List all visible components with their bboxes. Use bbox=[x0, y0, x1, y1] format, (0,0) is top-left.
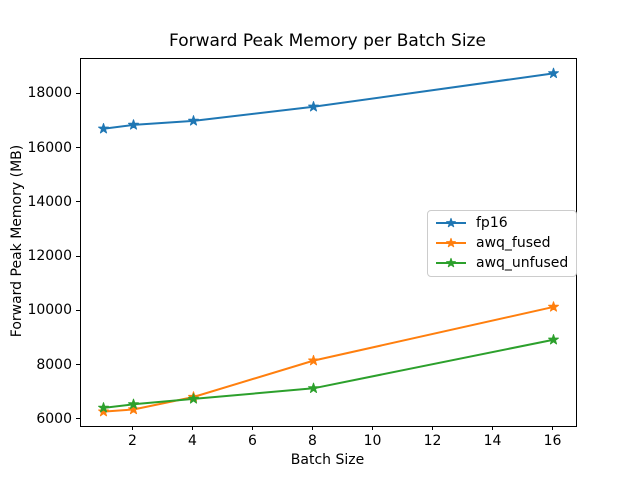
y-tick-mark bbox=[76, 364, 80, 365]
x-tick-mark bbox=[312, 426, 313, 430]
x-tick-mark bbox=[132, 426, 133, 430]
x-tick-label: 14 bbox=[483, 433, 502, 449]
series-line-awq_fused bbox=[103, 305, 554, 413]
data-point-marker-awq_unfused bbox=[308, 382, 319, 393]
data-point-marker-awq_unfused bbox=[188, 393, 199, 404]
data-point-marker-fp16 bbox=[548, 67, 559, 79]
y-tick-label: 12000 bbox=[27, 248, 72, 264]
x-tick-label: 16 bbox=[543, 433, 562, 449]
y-tick-mark bbox=[76, 255, 80, 257]
series-line-awq_unfused bbox=[103, 338, 554, 409]
legend-item-fp16: fp16 bbox=[436, 213, 568, 233]
chart-title: Forward Peak Memory per Batch Size bbox=[169, 31, 486, 51]
y-tick-label: 16000 bbox=[27, 139, 72, 156]
x-tick-mark bbox=[372, 426, 373, 430]
data-point-marker-awq_fused bbox=[308, 354, 319, 366]
legend-swatch-awq-fused bbox=[436, 237, 466, 248]
x-tick-label: 12 bbox=[423, 433, 442, 449]
x-tick-label: 4 bbox=[188, 433, 197, 449]
x-tick-label: 2 bbox=[128, 433, 137, 449]
data-point-marker-awq_unfused bbox=[128, 398, 139, 410]
data-point-marker-fp16 bbox=[98, 123, 109, 134]
x-tick-label: 6 bbox=[248, 433, 257, 449]
y-tick-mark bbox=[76, 309, 80, 311]
line-chart-canvas bbox=[98, 67, 559, 417]
x-tick-mark bbox=[492, 426, 493, 430]
y-tick-label: 14000 bbox=[27, 193, 72, 210]
y-tick-label: 10000 bbox=[27, 302, 72, 319]
data-point-marker-awq_unfused bbox=[98, 402, 109, 413]
x-tick-mark bbox=[432, 426, 433, 430]
legend-swatch-fp16 bbox=[436, 217, 466, 228]
data-point-marker-awq_fused bbox=[128, 403, 139, 415]
x-tick-mark bbox=[192, 426, 193, 430]
y-tick-mark bbox=[76, 418, 80, 420]
data-point-marker-awq_unfused bbox=[548, 334, 559, 345]
legend-item-awq-unfused: awq_unfused bbox=[436, 253, 568, 273]
legend-swatch-awq-unfused bbox=[436, 257, 466, 268]
x-tick-label: 10 bbox=[363, 433, 382, 449]
data-point-marker-awq_fused bbox=[98, 405, 109, 417]
y-tick-mark bbox=[76, 201, 80, 203]
y-tick-label: 8000 bbox=[36, 356, 72, 373]
x-axis-label: Batch Size bbox=[290, 452, 365, 468]
x-tick-label: 8 bbox=[308, 433, 317, 449]
y-tick-label: 18000 bbox=[27, 85, 72, 102]
data-point-marker-fp16 bbox=[308, 101, 319, 112]
legend: fp16 awq_fused awq_unfused bbox=[427, 210, 578, 277]
legend-label: fp16 bbox=[476, 215, 508, 231]
x-tick-mark bbox=[552, 426, 553, 430]
legend-label: awq_fused bbox=[476, 235, 551, 251]
x-tick-mark bbox=[252, 426, 253, 430]
legend-item-awq-fused: awq_fused bbox=[436, 233, 568, 253]
data-point-marker-awq_fused bbox=[548, 301, 559, 312]
y-tick-mark bbox=[76, 147, 80, 148]
series-line-fp16 bbox=[103, 72, 554, 130]
data-point-marker-fp16 bbox=[188, 115, 199, 126]
data-point-marker-fp16 bbox=[128, 119, 139, 130]
y-tick-mark bbox=[76, 92, 80, 94]
legend-label: awq_unfused bbox=[476, 255, 569, 271]
y-tick-label: 6000 bbox=[36, 410, 72, 427]
